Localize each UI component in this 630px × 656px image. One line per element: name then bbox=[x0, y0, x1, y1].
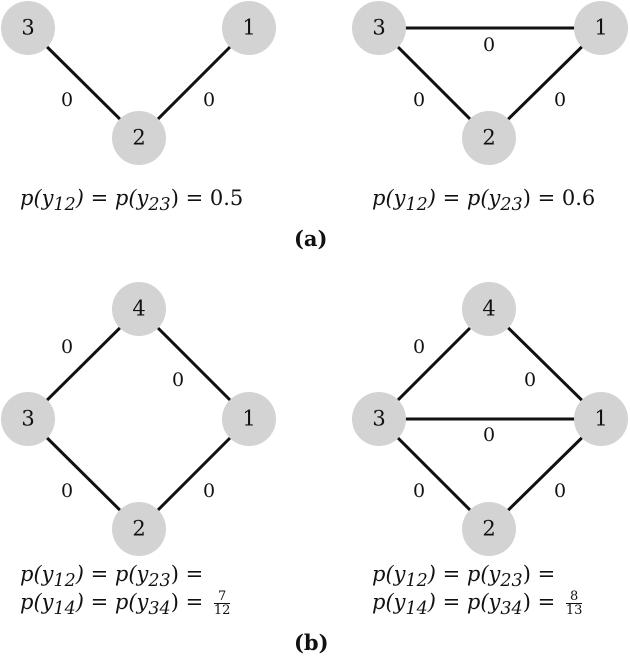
edge-label-b-right-1-2: 0 bbox=[554, 480, 566, 502]
node-b-right-1: 1 bbox=[574, 392, 628, 446]
panel-label-b: (b) bbox=[294, 630, 329, 655]
edge-label-b-right-3-1: 0 bbox=[483, 424, 495, 446]
edge-label-a-left-1-2: 0 bbox=[203, 89, 215, 111]
node-b-right-4: 4 bbox=[462, 282, 516, 336]
node-label: 1 bbox=[594, 407, 607, 431]
panel-label-a: (a) bbox=[294, 226, 328, 251]
formula-b-left-line1: p(y12) = p(y23) = bbox=[20, 562, 204, 592]
node-label: 2 bbox=[132, 126, 145, 150]
edge-label-a-left-3-2: 0 bbox=[61, 89, 73, 111]
node-label: 3 bbox=[21, 16, 34, 40]
node-circle bbox=[574, 1, 628, 55]
node-circle bbox=[112, 282, 166, 336]
edge-label-b-left-4-1: 0 bbox=[172, 369, 184, 391]
edge-label-b-right-3-4: 0 bbox=[413, 336, 425, 358]
formula-a-left: p(y12) = p(y23) = 0.5 bbox=[20, 186, 244, 216]
node-label: 3 bbox=[372, 16, 385, 40]
node-a-left-2: 2 bbox=[112, 111, 166, 165]
node-circle bbox=[462, 502, 516, 556]
node-label: 2 bbox=[132, 517, 145, 541]
node-circle bbox=[222, 1, 276, 55]
node-circle bbox=[574, 392, 628, 446]
edge-label-b-left-3-2: 0 bbox=[61, 480, 73, 502]
node-label: 4 bbox=[132, 297, 145, 321]
node-label: 4 bbox=[482, 297, 495, 321]
formula-a-right: p(y12) = p(y23) = 0.6 bbox=[372, 186, 596, 216]
node-a-left-1: 1 bbox=[222, 1, 276, 55]
node-label: 3 bbox=[372, 407, 385, 431]
node-b-right-3: 3 bbox=[352, 392, 406, 446]
node-circle bbox=[112, 502, 166, 556]
node-label: 2 bbox=[482, 126, 495, 150]
node-circle bbox=[112, 111, 166, 165]
node-b-left-3: 3 bbox=[1, 392, 55, 446]
node-circle bbox=[222, 392, 276, 446]
node-b-left-1: 1 bbox=[222, 392, 276, 446]
node-b-left-2: 2 bbox=[112, 502, 166, 556]
node-a-right-3: 3 bbox=[352, 1, 406, 55]
formula-b-right-line1: p(y12) = p(y23) = bbox=[372, 562, 556, 592]
node-label: 1 bbox=[594, 16, 607, 40]
edge-label-a-right-3-1: 0 bbox=[483, 34, 495, 56]
node-label: 3 bbox=[21, 407, 34, 431]
edge-label-b-right-4-1: 0 bbox=[524, 369, 536, 391]
node-b-left-4: 4 bbox=[112, 282, 166, 336]
node-b-right-2: 2 bbox=[462, 502, 516, 556]
edge-label-b-right-3-2: 0 bbox=[413, 480, 425, 502]
node-circle bbox=[1, 392, 55, 446]
node-a-right-2: 2 bbox=[462, 111, 516, 165]
node-circle bbox=[462, 111, 516, 165]
node-circle bbox=[352, 1, 406, 55]
node-a-left-3: 3 bbox=[1, 1, 55, 55]
node-circle bbox=[462, 282, 516, 336]
edge-label-a-right-3-2: 0 bbox=[413, 89, 425, 111]
node-label: 1 bbox=[242, 16, 255, 40]
node-circle bbox=[1, 1, 55, 55]
node-circle bbox=[352, 392, 406, 446]
edge-label-b-left-3-4: 0 bbox=[61, 336, 73, 358]
node-a-right-1: 1 bbox=[574, 1, 628, 55]
node-label: 1 bbox=[242, 407, 255, 431]
edge-label-a-right-1-2: 0 bbox=[554, 89, 566, 111]
edge-label-b-left-1-2: 0 bbox=[203, 480, 215, 502]
node-label: 2 bbox=[482, 517, 495, 541]
